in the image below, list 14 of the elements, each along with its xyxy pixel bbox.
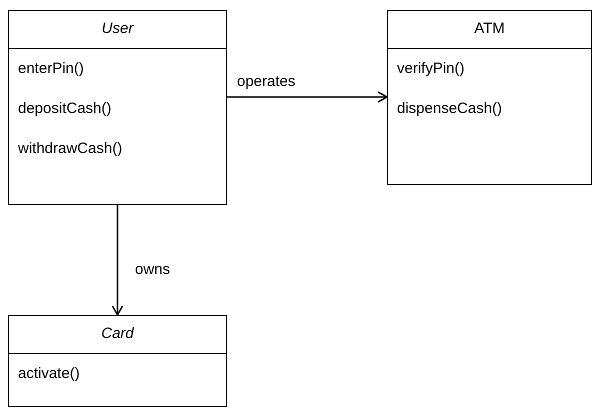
method-name: withdrawCash() — [18, 139, 122, 159]
method-name: verifyPin() — [397, 59, 465, 79]
class-box — [8, 10, 227, 205]
class-name: Card — [101, 324, 134, 344]
class-box — [8, 315, 227, 407]
method-name: activate() — [18, 364, 80, 384]
association-arrow — [112, 205, 124, 316]
method-name: depositCash() — [18, 99, 112, 119]
method-name: enterPin() — [18, 59, 84, 79]
class-box — [387, 10, 592, 185]
class-name: User — [102, 19, 134, 40]
class-name: ATM — [474, 19, 505, 40]
method-name: dispenseCash() — [397, 99, 502, 119]
association-arrow — [227, 91, 388, 103]
